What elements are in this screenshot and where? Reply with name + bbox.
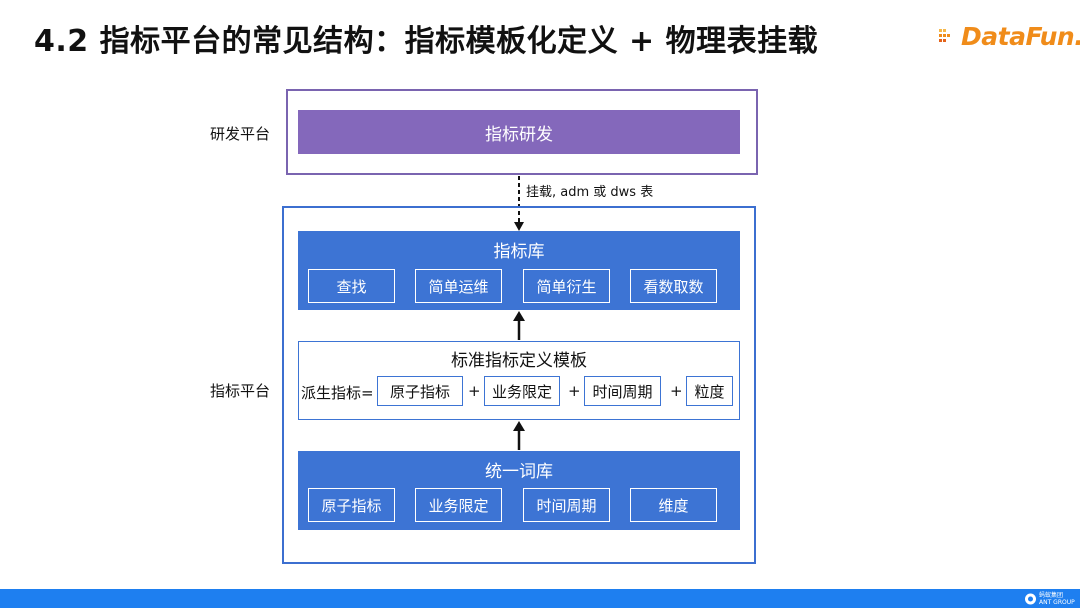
dev-platform-box xyxy=(286,89,758,175)
metric-dev-bar: 指标研发 xyxy=(298,110,740,154)
arrow-up-icon xyxy=(513,311,525,340)
datafun-logo: DataFun. xyxy=(937,16,1080,56)
metric-template-panel: 标准指标定义模板 派生指标= 原子指标 + 业务限定 + 时间周期 + 粒度 xyxy=(298,341,740,420)
granularity-chip: 粒度 xyxy=(686,376,733,406)
derived-metric-formula-label: 派生指标= xyxy=(301,384,374,402)
atomic-metric-chip: 原子指标 xyxy=(377,376,463,406)
business-qualifier-button[interactable]: 业务限定 xyxy=(415,488,502,522)
page-title: 4.2 指标平台的常见结构：指标模板化定义 + 物理表挂载 xyxy=(34,24,819,59)
dimension-button[interactable]: 维度 xyxy=(630,488,717,522)
time-period-chip: 时间周期 xyxy=(584,376,661,406)
unified-lexicon-title: 统一词库 xyxy=(485,462,553,482)
ant-logo-icon xyxy=(1025,593,1036,605)
metric-store-panel: 指标库 查找 简单运维 简单衍生 看数取数 xyxy=(298,231,740,310)
mount-connector-arrow xyxy=(514,176,524,231)
time-period-button[interactable]: 时间周期 xyxy=(523,488,610,522)
simple-ops-button[interactable]: 简单运维 xyxy=(415,269,502,303)
plus-sign: + xyxy=(468,382,481,400)
atomic-metric-button[interactable]: 原子指标 xyxy=(308,488,395,522)
plus-sign: + xyxy=(568,382,581,400)
metric-platform-box xyxy=(282,206,756,564)
business-qualifier-chip: 业务限定 xyxy=(484,376,560,406)
simple-derive-button[interactable]: 简单衍生 xyxy=(523,269,610,303)
unified-lexicon-panel: 统一词库 原子指标 业务限定 时间周期 维度 xyxy=(298,451,740,530)
ant-group-logo: 蚂蚁集团 ANT GROUP xyxy=(1024,590,1075,607)
logo-text: DataFun. xyxy=(961,21,1080,51)
ant-brand-cn: 蚂蚁集团 xyxy=(1039,591,1064,599)
footer-bar xyxy=(0,589,1080,608)
search-button[interactable]: 查找 xyxy=(308,269,395,303)
plus-sign: + xyxy=(670,382,683,400)
metric-template-title: 标准指标定义模板 xyxy=(451,351,587,371)
arrow-up-icon xyxy=(513,421,525,450)
dev-platform-label: 研发平台 xyxy=(210,125,271,143)
view-fetch-data-button[interactable]: 看数取数 xyxy=(630,269,717,303)
mount-label: 挂载, adm 或 dws 表 xyxy=(526,185,654,200)
logo-dots-icon xyxy=(939,29,950,42)
ant-brand-en: ANT GROUP xyxy=(1039,598,1075,606)
metric-platform-label: 指标平台 xyxy=(210,382,271,400)
metric-store-title: 指标库 xyxy=(493,242,545,262)
